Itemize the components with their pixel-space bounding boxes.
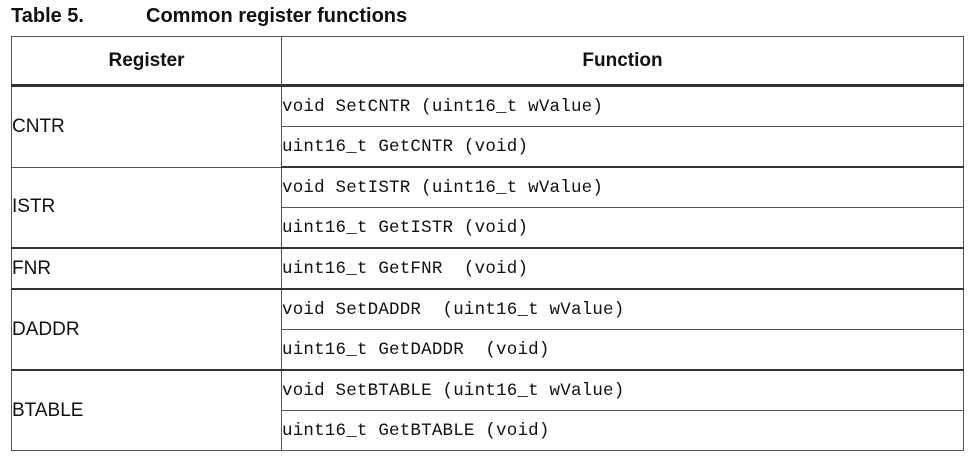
function-cell: uint16_t GetCNTR (void)	[281, 126, 964, 168]
function-cell: void SetBTABLE (uint16_t wValue)	[281, 369, 964, 411]
table-row: ISTR void SetISTR (uint16_t wValue)	[11, 166, 964, 249]
register-istr: ISTR	[11, 166, 282, 249]
function-cell: void SetDADDR (uint16_t wValue)	[281, 288, 964, 330]
register-cntr: CNTR	[11, 85, 282, 168]
table-row: uint16_t GetISTR (void)	[12, 207, 964, 249]
table-title: Common register functions	[146, 5, 408, 27]
function-cell: uint16_t GetISTR (void)	[281, 207, 964, 249]
register-daddr: DADDR	[11, 288, 282, 371]
table-caption: Table 5. Common register functions	[11, 5, 407, 28]
function-cell: void SetCNTR (uint16_t wValue)	[281, 85, 964, 127]
table-number: Table 5.	[11, 5, 84, 27]
function-cell: uint16_t GetBTABLE (void)	[281, 410, 964, 451]
header-row: Register Function	[11, 36, 964, 87]
column-header-register: Register	[11, 36, 282, 87]
table-row: BTABLE void SetBTABLE (uint16_t wValue)	[11, 369, 964, 451]
register-btable: BTABLE	[11, 369, 282, 451]
table-row: uint16_t GetDADDR (void)	[12, 329, 964, 371]
table-row: uint16_t GetCNTR (void)	[12, 126, 964, 168]
table-row: FNR uint16_t GetFNR (void)	[11, 247, 964, 290]
register-fnr: FNR	[11, 247, 282, 290]
table-row: CNTR void SetCNTR (uint16_t wValue)	[11, 85, 964, 168]
function-cell: uint16_t GetDADDR (void)	[281, 329, 964, 371]
table-row: uint16_t GetBTABLE (void)	[12, 410, 964, 451]
register-functions-table: Register Function CNTR void SetCNTR (uin…	[11, 36, 964, 451]
function-cell: void SetISTR (uint16_t wValue)	[281, 166, 964, 208]
column-header-function: Function	[281, 36, 964, 87]
function-cell: uint16_t GetFNR (void)	[281, 247, 964, 290]
table-row: DADDR void SetDADDR (uint16_t wValue)	[11, 288, 964, 371]
